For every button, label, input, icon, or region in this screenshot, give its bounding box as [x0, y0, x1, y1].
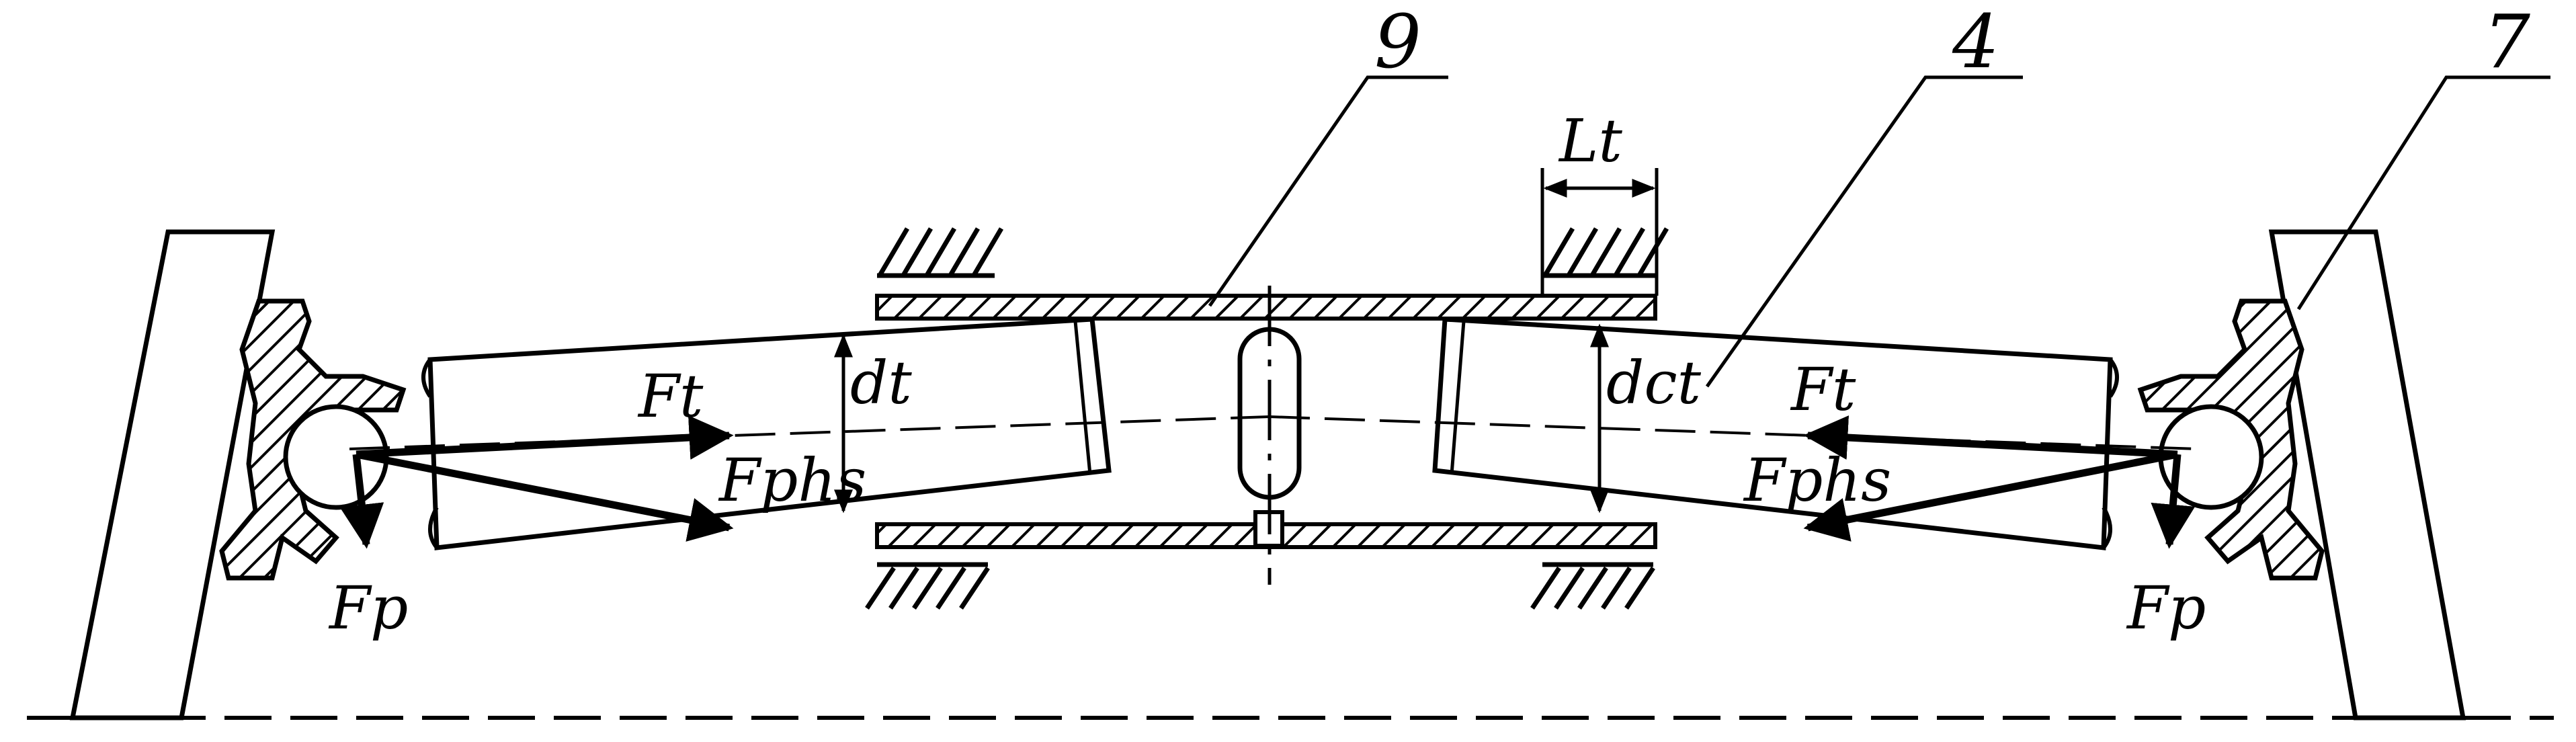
label-part-4: 4 — [1952, 0, 1999, 85]
leader-part-9 — [1208, 75, 1448, 307]
leader-part-4 — [1705, 75, 2023, 388]
label-left-fp: Fp — [328, 573, 408, 643]
label-dt: dt — [850, 348, 912, 417]
left-force-vectors — [339, 415, 734, 549]
dimension-lt — [1540, 168, 1659, 296]
label-right-fp: Fp — [2126, 573, 2206, 643]
left-support-frame — [69, 229, 276, 720]
ground-hatch-bottom-right — [1530, 562, 1655, 610]
rod-centerline — [349, 415, 2198, 450]
label-lt: Lt — [1558, 106, 1622, 175]
left-ball-socket — [219, 298, 407, 581]
leader-part-7 — [2296, 75, 2550, 311]
label-left-fphs: Fphs — [718, 446, 866, 515]
ground-hatch-top-left — [877, 227, 1004, 278]
label-dct: dct — [1606, 348, 1702, 417]
right-support-frame — [2268, 229, 2466, 720]
label-right-ft: Ft — [1790, 355, 1856, 424]
right-ball-socket — [2137, 298, 2325, 581]
label-part-9: 9 — [1374, 0, 1421, 85]
label-left-ft: Ft — [637, 362, 704, 431]
label-part-7: 7 — [2483, 0, 2530, 85]
ground-hatch-top-right — [1542, 227, 1669, 278]
right-force-vectors — [1803, 415, 2196, 549]
label-right-fphs: Fphs — [1743, 446, 1891, 515]
ground-hatch-bottom-left — [865, 562, 990, 610]
